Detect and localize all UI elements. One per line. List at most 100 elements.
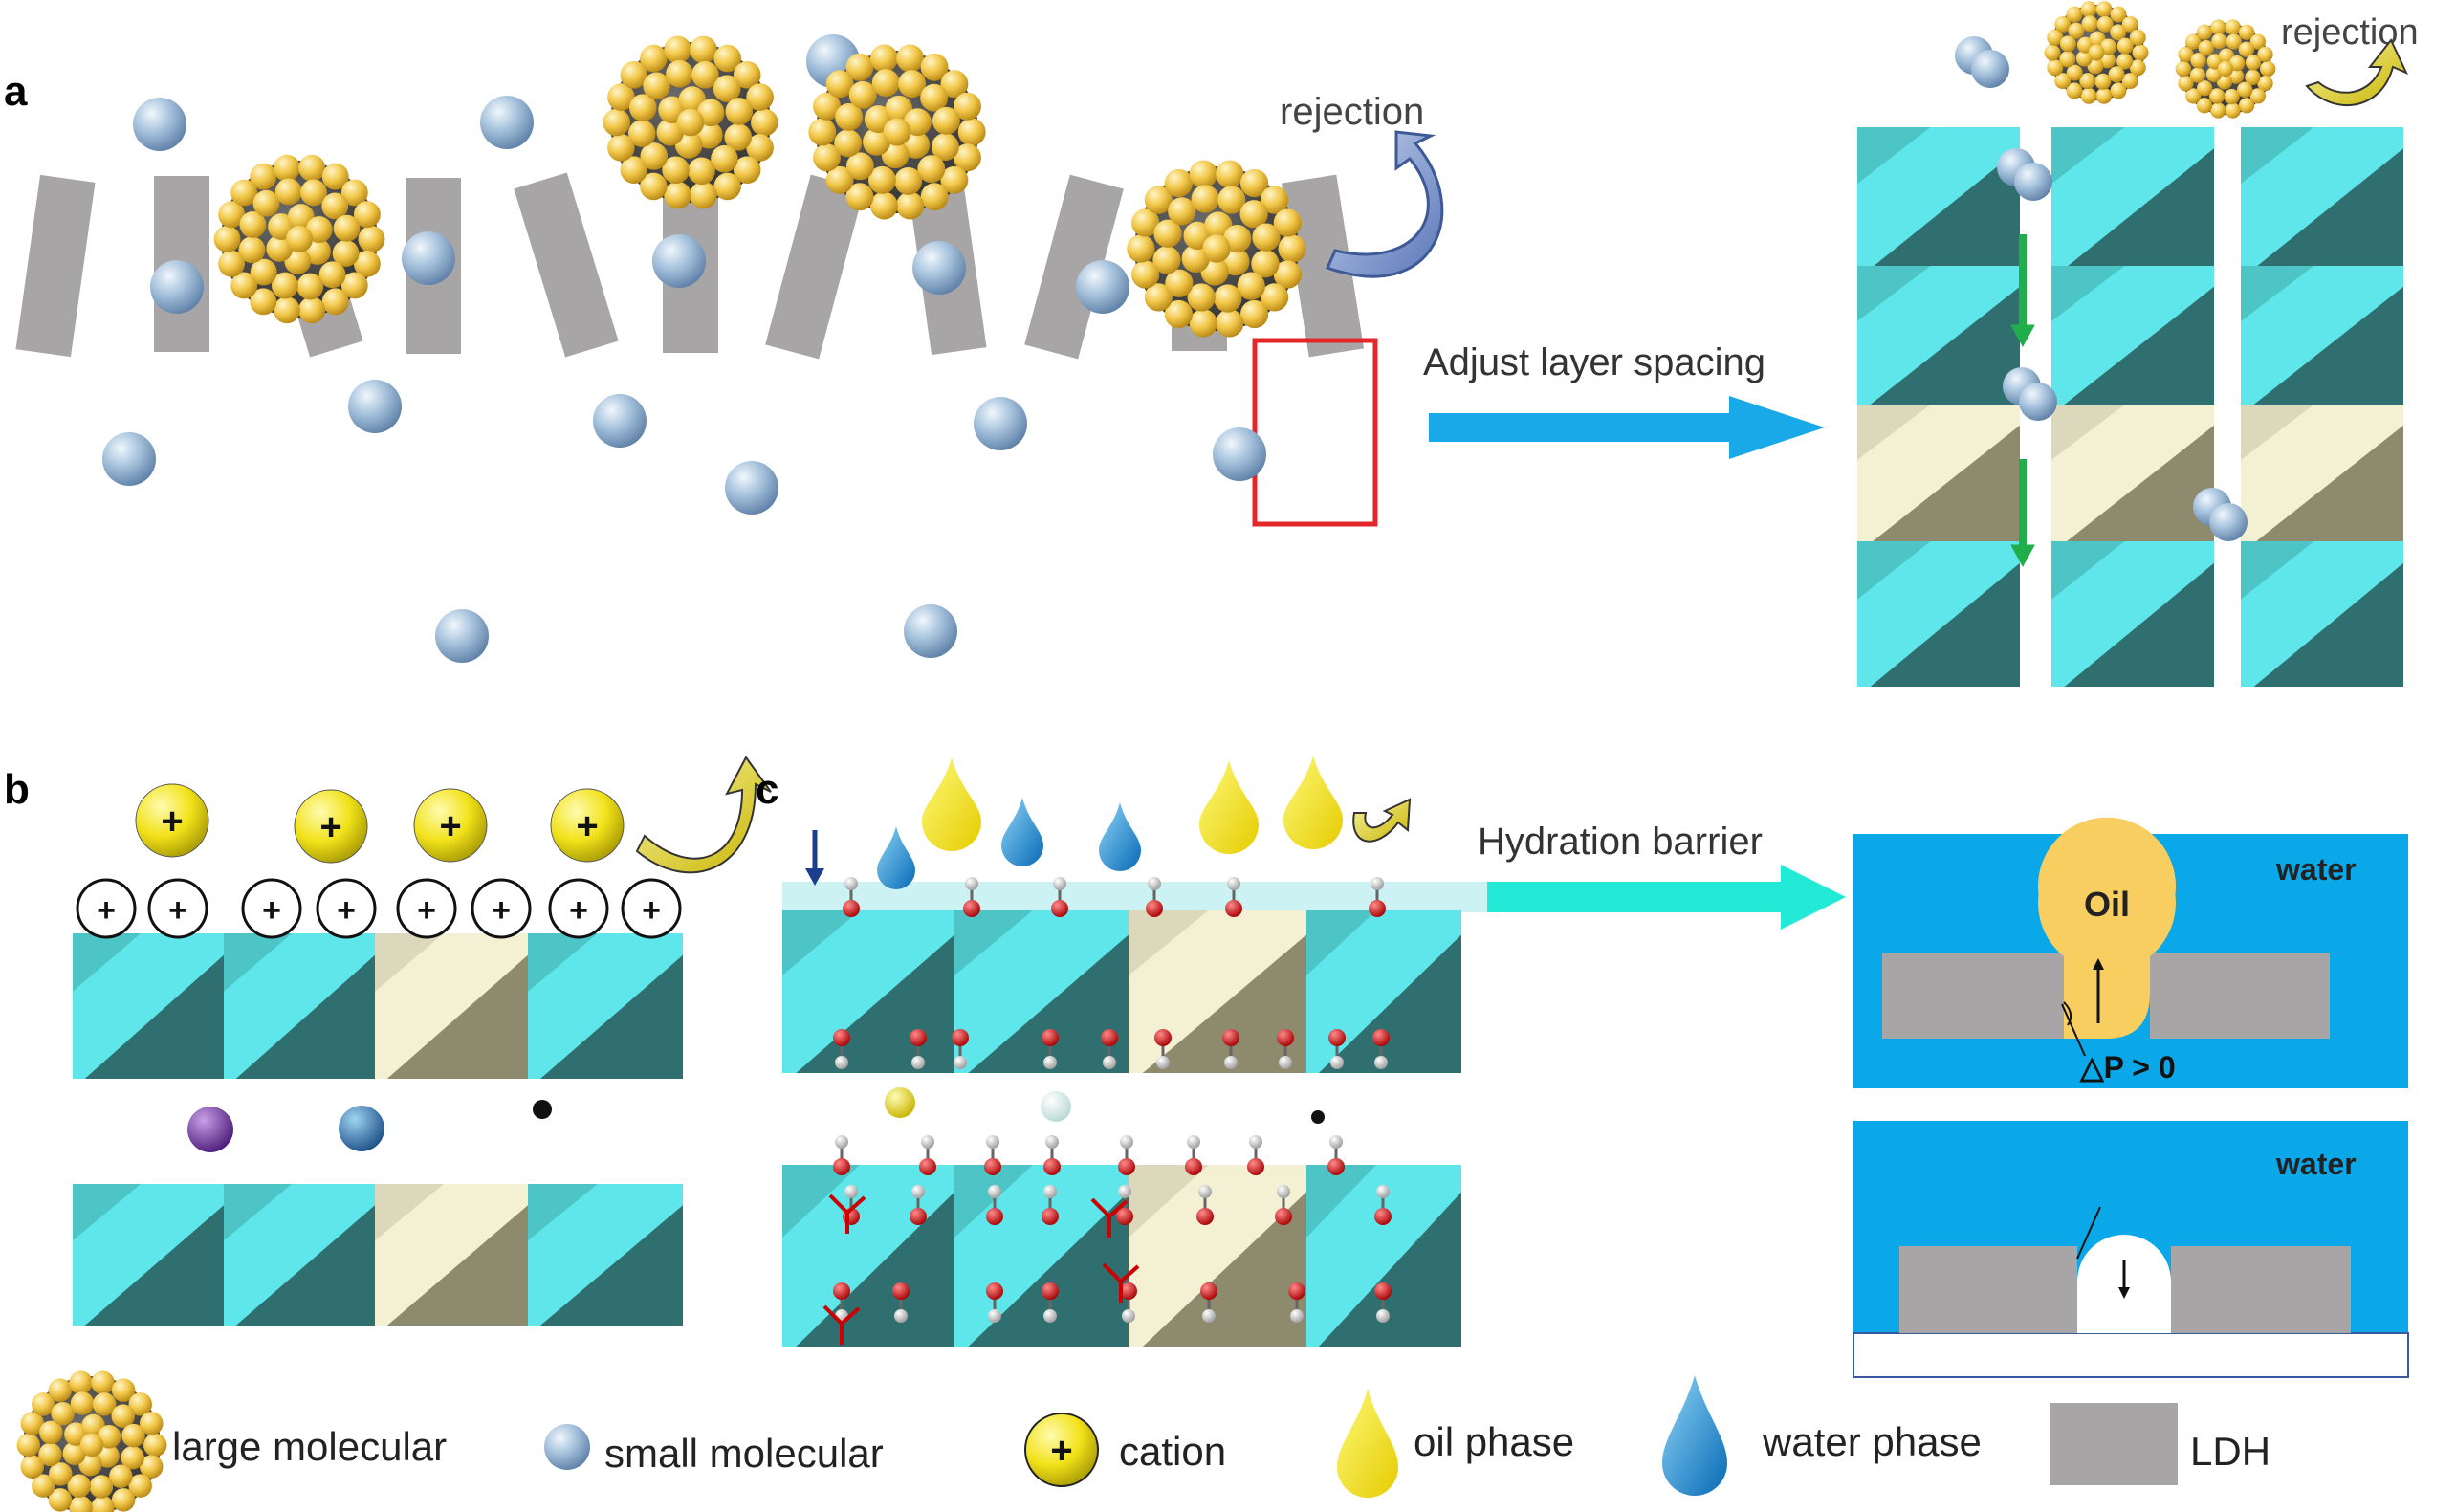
surface-cation: +	[621, 878, 682, 939]
small-molecule	[1213, 427, 1266, 481]
inset-top-water-label: water	[2275, 852, 2357, 887]
svg-text:+: +	[576, 805, 598, 847]
octahedron	[2241, 127, 2403, 269]
hydroxyl-group	[1222, 1029, 1239, 1069]
hydroxyl-group	[1275, 1185, 1292, 1225]
hydroxyl-group	[1042, 1029, 1059, 1069]
legend-water-drop-icon	[1662, 1375, 1727, 1496]
legend-small-label: small molecular	[604, 1431, 884, 1476]
inset-water-pass: water	[1853, 1121, 2409, 1378]
hydroxyl-group	[1146, 877, 1163, 917]
oil-drop-icon	[1283, 756, 1343, 849]
interlayer-ion-yellow	[885, 1087, 915, 1118]
hydroxyl-group	[1288, 1282, 1305, 1323]
adjust-spacing-label: Adjust layer spacing	[1423, 341, 1765, 383]
water-drop-icon	[1099, 802, 1141, 871]
hydroxyl-group	[919, 1135, 936, 1175]
panel-b-label: b	[4, 766, 30, 813]
green-arrowhead-icon	[2010, 544, 2035, 568]
surface-cation: +	[76, 878, 137, 939]
water-drop-icon	[1001, 798, 1043, 866]
contact-angle-icon	[2063, 1001, 2072, 1026]
large-molecule	[808, 44, 986, 220]
octahedron	[224, 933, 375, 1079]
legend-oil-drop-icon	[1337, 1389, 1398, 1498]
svg-text:+: +	[417, 892, 436, 929]
hydroxyl-group	[833, 1135, 850, 1175]
svg-text:+: +	[439, 805, 461, 847]
large-molecule	[1127, 160, 1306, 338]
interlayer-ion-black	[1311, 1110, 1325, 1124]
hydroxyl-group	[952, 1029, 969, 1069]
octahedron	[1857, 127, 2020, 269]
hydration-barrier-arrow-icon	[1487, 865, 1846, 930]
hydroxyl-group	[984, 1135, 1001, 1175]
anion-purple	[187, 1107, 233, 1152]
octahedron	[1857, 266, 2020, 405]
svg-text:+: +	[319, 806, 341, 848]
droplets-c	[877, 756, 1343, 889]
hydration-barrier-label: Hydration barrier	[1478, 821, 1763, 863]
legend-large-label: large molecular	[172, 1424, 447, 1469]
ldh-octahedra-row-top-c	[782, 910, 1461, 1073]
small-molecule	[150, 260, 204, 314]
panel-c-label: c	[756, 766, 778, 813]
hydroxyl-group	[963, 877, 980, 917]
hydroxyl-group	[1369, 877, 1386, 917]
highlight-box	[1252, 338, 1378, 527]
svg-text:+: +	[337, 892, 356, 929]
panel-a-label: a	[4, 68, 28, 115]
octahedron	[224, 1184, 375, 1326]
water-flux-arrow-icon	[805, 830, 824, 886]
ldh-slab	[1281, 174, 1365, 358]
svg-text:+: +	[1050, 1430, 1072, 1472]
octahedron-beige	[2051, 405, 2214, 543]
hydroxyl-group	[1154, 1029, 1172, 1069]
svg-text:+: +	[97, 892, 116, 929]
octahedron-beige	[375, 933, 528, 1079]
small-molecule	[348, 380, 402, 433]
surface-cation: +	[548, 878, 609, 939]
rejected-cation: +	[135, 783, 209, 858]
rejection-arrow-icon	[1325, 130, 1444, 278]
hydroxyl-group	[1043, 1135, 1061, 1175]
ldh-octahedra-row-bottom	[73, 1184, 683, 1326]
dimer-molecules	[1955, 36, 2248, 541]
svg-text:+: +	[492, 892, 511, 929]
legend-cation-label: cation	[1119, 1429, 1226, 1474]
small-molecule	[974, 397, 1027, 450]
hydroxyl-group	[1225, 877, 1242, 917]
hydroxyl-group	[1185, 1135, 1202, 1175]
small-molecule	[725, 461, 778, 515]
small-molecule	[1076, 260, 1129, 314]
ldh-slab	[514, 172, 619, 358]
ldh-octahedra-row-top	[73, 933, 683, 1079]
legend-oil-label: oil phase	[1414, 1419, 1574, 1464]
legend-ldh-icon	[2050, 1403, 2178, 1485]
water-drop-icon	[877, 826, 915, 889]
octahedron	[1306, 910, 1461, 1073]
hydroxyl-group	[1277, 1029, 1294, 1069]
octahedron	[954, 910, 1129, 1073]
hydroxyl-group	[910, 1029, 927, 1069]
legend-ldh-label: LDH	[2190, 1429, 2270, 1474]
small-molecule	[904, 604, 957, 658]
octahedron	[782, 1165, 954, 1347]
octahedron-beige	[2241, 405, 2403, 543]
small-molecule	[593, 394, 647, 448]
inset-bottom-water-label: water	[2275, 1147, 2357, 1181]
surface-cation: +	[241, 878, 302, 939]
legend-water-label: water phase	[1762, 1419, 1982, 1464]
rejection-arrow-small-icon	[2305, 38, 2409, 107]
large-molecules-a	[213, 1, 2276, 338]
legend-cation-icon: +	[1024, 1413, 1099, 1487]
hydroxyl-group	[1374, 1185, 1392, 1225]
octahedron	[73, 1184, 224, 1326]
ldh-octahedra-stack	[1857, 127, 2403, 687]
octahedron	[2241, 541, 2403, 687]
svg-text:+: +	[262, 892, 281, 929]
rejection-label-left: rejection	[1280, 91, 1424, 133]
hydroxyl-group	[1327, 1135, 1345, 1175]
inset-oil-blocked: Oil water △P > 0	[1853, 817, 2408, 1088]
